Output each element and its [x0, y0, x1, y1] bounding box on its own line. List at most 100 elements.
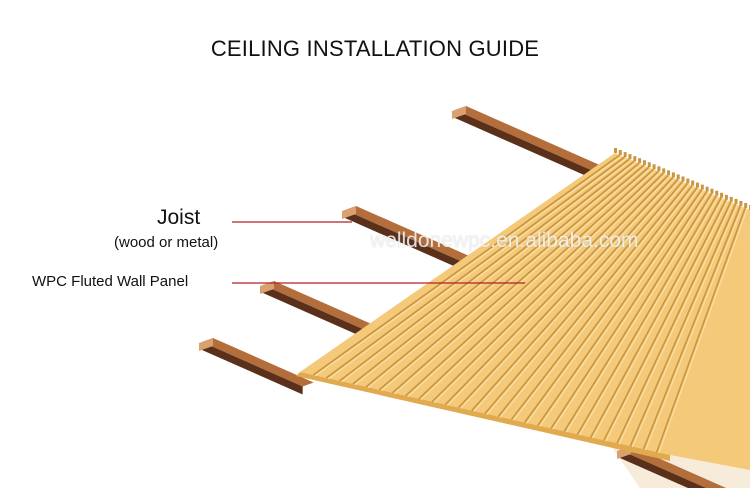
joist-side-face — [202, 342, 303, 395]
panel-groove-highlight — [354, 161, 637, 386]
panel-top-notch — [724, 194, 728, 200]
panel-groove — [325, 156, 626, 379]
joist-material-label: (wood or metal) — [114, 234, 219, 251]
panel-groove — [603, 199, 727, 441]
joist-top-face — [455, 106, 640, 187]
panel-groove-highlight — [605, 200, 729, 442]
panel-top-notch — [691, 180, 695, 186]
panel-groove — [418, 170, 659, 400]
panel-groove-highlight — [380, 165, 647, 392]
joist-top-face — [202, 338, 314, 387]
panel-groove — [550, 191, 708, 429]
joist-side-face — [455, 110, 629, 195]
panel-groove-highlight — [328, 157, 627, 380]
panel-groove — [629, 203, 737, 447]
panel-groove — [563, 193, 713, 432]
panel-groove — [457, 176, 674, 409]
panel-groove — [471, 178, 679, 412]
panel-groove — [484, 180, 684, 415]
panel-groove-highlight — [433, 174, 666, 403]
panel-groove — [378, 164, 645, 391]
panel-top-notch — [686, 178, 690, 184]
panel-groove-highlight — [631, 204, 738, 448]
panel-groove-highlight — [367, 163, 642, 389]
panel-groove-highlight — [526, 188, 700, 424]
panel-groove — [405, 168, 655, 397]
panel-top-notch — [628, 154, 632, 160]
panel-top-notch — [652, 164, 656, 170]
panel-groove-highlight — [658, 208, 748, 454]
panel-top-notch — [695, 182, 699, 188]
panel-top-notch — [676, 174, 680, 180]
panel-top-notch — [657, 166, 661, 172]
panel-groove — [312, 154, 621, 376]
panel-groove-highlight — [341, 159, 632, 383]
panel-top-notch — [720, 192, 724, 198]
panel-groove — [352, 160, 635, 385]
panel-top-notch — [618, 150, 622, 156]
panel-top-notch — [729, 196, 733, 202]
panel-groove-highlight — [552, 192, 710, 430]
panel-groove-highlight — [446, 176, 671, 406]
panel-top-notch — [642, 160, 646, 166]
wpc-fluted-panel — [296, 148, 750, 470]
panel-top-notch — [710, 188, 714, 194]
joist-end-cap — [199, 338, 213, 351]
panel-groove — [656, 207, 746, 453]
panel-top-notch — [739, 200, 743, 206]
panel-front-edge — [296, 372, 670, 461]
panel-groove — [590, 197, 722, 438]
panel-groove-highlight — [420, 171, 661, 401]
panel-groove — [616, 201, 732, 444]
panel-groove-highlight — [579, 196, 719, 436]
panel-groove — [431, 172, 664, 403]
panel-groove-highlight — [407, 169, 656, 398]
panel-top-notch — [638, 158, 642, 164]
panel-groove — [444, 174, 669, 406]
joist-label: Joist — [157, 206, 201, 229]
panel-top-notch — [633, 156, 637, 162]
panel-top-notch — [647, 162, 651, 168]
leader-lines — [232, 221, 525, 284]
panel-label: WPC Fluted Wall Panel — [32, 273, 189, 290]
panel-groove-highlight — [539, 190, 705, 427]
panel-groove-highlight — [314, 155, 623, 377]
panel-groove-highlight — [592, 198, 724, 439]
panel-groove — [523, 187, 698, 423]
joist-side-face — [263, 285, 373, 342]
panel-groove-highlight — [486, 182, 685, 415]
joist-top-face — [620, 446, 738, 493]
joists — [199, 106, 738, 493]
panel-groove-highlight — [499, 184, 690, 418]
joist-end-cap — [260, 281, 274, 294]
panel-groove-highlight — [645, 206, 743, 451]
panel-top-notch — [667, 170, 671, 176]
panel-groove-highlight — [565, 194, 714, 433]
panel-groove-highlight — [394, 167, 652, 395]
panel-groove-highlight — [460, 178, 676, 409]
panel-top-notch — [734, 198, 738, 204]
joist-top-face — [263, 281, 384, 334]
joist-top-face — [345, 206, 503, 275]
panel-top-notch — [744, 202, 748, 208]
panel-groove — [642, 205, 742, 450]
panel-groove — [497, 183, 688, 417]
page-title: CEILING INSTALLATION GUIDE — [210, 36, 540, 61]
panel-top-notch — [662, 168, 666, 174]
watermark: welldonewpc.en.alibaba.com — [370, 229, 639, 252]
panel-groove — [576, 195, 717, 435]
panel-groove — [537, 189, 703, 426]
panel-top-notch — [671, 172, 675, 178]
panel-groove — [339, 158, 630, 382]
panel-groove-highlight — [473, 180, 681, 412]
panel-groove — [510, 185, 693, 420]
panel-top-notch — [705, 186, 709, 192]
panel-top-notch — [715, 190, 719, 196]
panel-top-notch — [614, 148, 617, 153]
panel-groove — [391, 166, 650, 394]
panel-groove — [365, 162, 640, 388]
panel-top-notch — [623, 152, 627, 158]
joist-end-cap — [342, 206, 356, 219]
